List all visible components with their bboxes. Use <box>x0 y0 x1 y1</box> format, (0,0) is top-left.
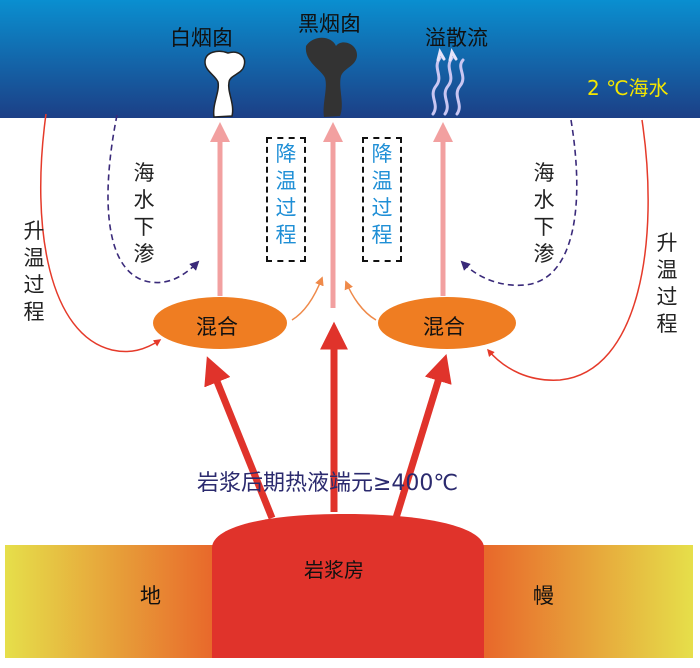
diffuse-flow-label: 溢散流 <box>425 26 488 50</box>
seawater-temp-label: 2 ℃海水 <box>587 76 669 100</box>
cooling-label-left: 降温过程 <box>275 142 297 247</box>
cooling-box-right: 降温过程 <box>362 137 402 262</box>
mixing-zone-left <box>153 297 287 349</box>
diffuse-flow-plumes <box>431 48 465 116</box>
black-smoker-label: 黑烟囱 <box>298 12 361 36</box>
mixing-zone-right <box>378 297 516 349</box>
mixing-label-left: 混合 <box>196 315 238 339</box>
heating-label-right: 升温过程 <box>656 231 678 336</box>
mantle-label-right: 幔 <box>533 584 554 608</box>
seawater-infiltration-left: 海水下渗 <box>133 161 155 266</box>
heating-curve-left <box>40 113 162 353</box>
cooling-label-right: 降温过程 <box>371 142 393 247</box>
mixing-label-right: 混合 <box>423 315 465 339</box>
heating-curve-right <box>487 119 649 381</box>
mantle-label-left: 地 <box>140 584 161 608</box>
branch-arrow-left <box>291 276 324 321</box>
cooling-box-left: 降温过程 <box>266 137 306 262</box>
hot-fluid-arrow-left <box>204 356 276 520</box>
hydrothermal-fluid-label: 岩浆后期热液端元≥400℃ <box>197 471 459 496</box>
seawater-infiltration-right: 海水下渗 <box>533 161 555 266</box>
hot-fluid-arrow-right <box>392 353 452 520</box>
branch-arrow-right <box>344 280 377 321</box>
seawater-curve-right <box>460 119 578 287</box>
magma-chamber-label: 岩浆房 <box>304 558 364 582</box>
black-smoker-chimney <box>305 37 358 117</box>
seawater-curve-left <box>107 114 200 284</box>
white-smoker-label: 白烟囱 <box>170 26 233 50</box>
magma-chamber <box>212 514 484 658</box>
heating-label-left: 升温过程 <box>23 219 45 324</box>
white-smoker-chimney <box>204 50 246 118</box>
